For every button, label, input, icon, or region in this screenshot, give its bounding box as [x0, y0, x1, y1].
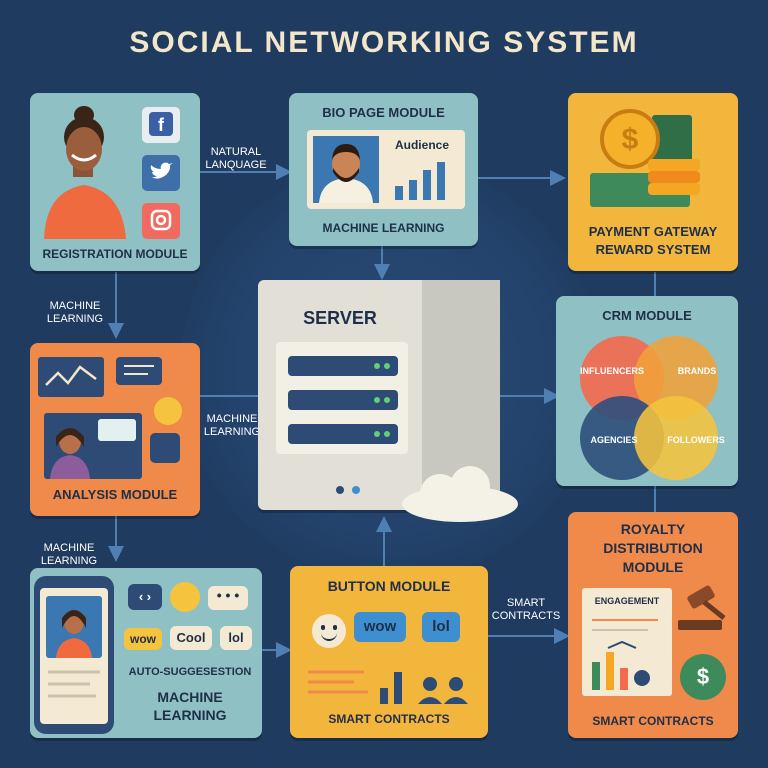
server-card: SERVER [258, 280, 500, 510]
wow-button[interactable]: wow [354, 612, 406, 642]
analysis-module-card: ANALYSIS MODULE [30, 343, 200, 516]
server-slot-2 [288, 390, 398, 410]
crm-followers-label: FOLLOWERS [667, 435, 725, 445]
phone-profile-icon [46, 596, 102, 698]
svg-text:$: $ [622, 123, 639, 156]
crm-agencies-label: AGENCIES [590, 435, 638, 445]
dollar-coin-icon: $ [680, 654, 726, 700]
phone-frame [34, 576, 114, 734]
more-bubble-icon[interactable]: • • • [208, 586, 248, 610]
engagement-chart-icon [592, 619, 658, 690]
payment-gateway-card: $ PAYMENT GATEWAY REWARD SYSTEM [568, 93, 738, 271]
server-led-1 [336, 486, 344, 494]
crm-module-title: CRM MODULE [602, 308, 692, 323]
button-module-card: BUTTON MODULE wow lol SMART CONTRACTS [290, 566, 488, 738]
money-icon: $ [590, 109, 700, 207]
registration-module-title: REGISTRATION MODULE [42, 247, 188, 261]
crm-module-card: CRM MODULE INFLUENCERS BRANDS AGENCIES F… [556, 296, 738, 486]
bio-page-module-card: BIO PAGE MODULE Audience MACHINE LEARNIN… [289, 93, 478, 246]
server-led-2 [352, 486, 360, 494]
button-analytics-icon [308, 670, 468, 704]
cloud-icon [402, 466, 518, 522]
twitter-icon[interactable] [142, 155, 180, 191]
bio-ml-label: MACHINE LEARNING [322, 221, 445, 235]
label-natural-language: NATURAL LANQUAGE [205, 146, 267, 171]
bio-page-module-title: BIO PAGE MODULE [322, 105, 445, 120]
label-ml-bottom-left: MACHINE LEARNING [40, 542, 98, 567]
server-slot-3 [288, 424, 398, 444]
crm-influencers-label: INFLUENCERS [579, 366, 644, 376]
server-slot-1 [288, 356, 398, 376]
royalty-smart-contracts-label: SMART CONTRACTS [592, 714, 714, 728]
auto-cool-chip[interactable]: Cool [170, 626, 212, 650]
page-title: SOCIAL NETWORKING SYSTEM [129, 26, 639, 59]
auto-wow-chip[interactable]: wow [124, 628, 162, 650]
payment-gateway-title: PAYMENT GATEWAY REWARD SYSTEM [588, 224, 718, 257]
auto-suggestion-label: AUTO-SUGGESESTION [128, 666, 252, 678]
royalty-module-title: ROYALTY DISTRIBUTION MODULE [603, 521, 703, 575]
server-title: SERVER [303, 308, 377, 328]
label-ml-left: MACHINE LEARNING [46, 300, 104, 325]
engagement-label: ENGAGEMENT [594, 596, 660, 606]
facebook-icon[interactable]: f [142, 107, 180, 143]
analysis-module-title: ANALYSIS MODULE [52, 487, 178, 502]
auto-suggestion-card: ‹ › • • • wow Cool lol AUTO-SUGGESESTION… [30, 568, 262, 738]
button-module-title: BUTTON MODULE [327, 578, 451, 594]
crm-brands-label: BRANDS [677, 366, 717, 376]
crm-venn-diagram [580, 336, 718, 480]
instagram-icon[interactable] [142, 203, 180, 239]
gavel-icon [678, 585, 726, 630]
smile-button-icon[interactable] [312, 614, 346, 648]
audience-bar-chart-icon [395, 162, 445, 200]
lol-button[interactable]: lol [422, 612, 460, 642]
audience-label: Audience [394, 138, 449, 152]
royalty-module-card: ROYALTY DISTRIBUTION MODULE ENGAGEMENT $… [568, 512, 738, 738]
analysis-illustration [38, 357, 182, 479]
smiley-icon[interactable] [170, 582, 200, 612]
engagement-panel: ENGAGEMENT [582, 588, 672, 696]
button-smart-contracts-label: SMART CONTRACTS [328, 712, 450, 726]
label-ml-center: MACHINE LEARNING [203, 413, 261, 438]
auto-lol-chip[interactable]: lol [220, 626, 252, 650]
server-rack [276, 342, 408, 454]
bio-profile-panel: Audience [307, 130, 465, 209]
code-bubble-icon[interactable]: ‹ › [128, 584, 162, 610]
profile-photo-icon [313, 136, 379, 203]
auto-ml-label: MACHINE LEARNING [153, 689, 227, 723]
label-smart-contracts: SMART CONTRACTS [491, 597, 561, 622]
phone-screen [40, 588, 108, 724]
registration-module-card: f REGISTRATION MODULE [30, 93, 200, 271]
user-avatar-icon [44, 106, 126, 239]
